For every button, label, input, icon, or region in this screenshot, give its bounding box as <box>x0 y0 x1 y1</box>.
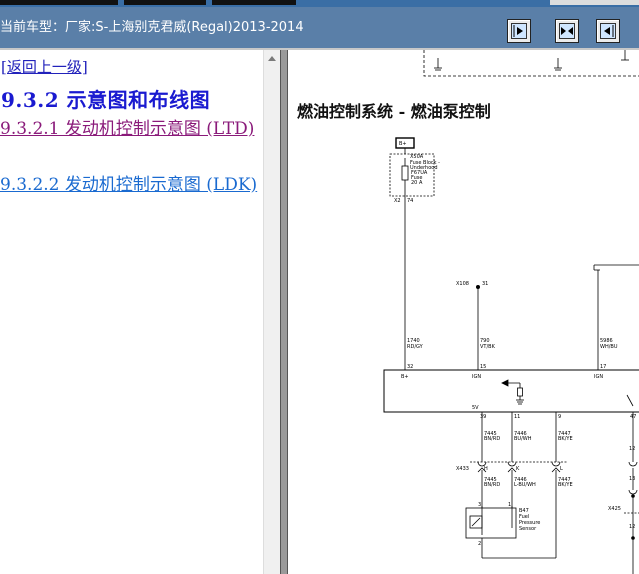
pin-2: 2 <box>478 541 481 547</box>
label-x108: X108 <box>456 281 469 287</box>
next-page-button[interactable] <box>596 19 620 43</box>
right-feed <box>593 264 639 370</box>
label-x425: X425 <box>608 506 621 512</box>
pin-3: 3 <box>478 502 481 508</box>
label-f67ua: F67UA <box>411 170 428 176</box>
label-amps: 20 A <box>411 180 423 186</box>
internal-ground-icon <box>501 379 524 405</box>
label-p74: 74 <box>407 198 413 204</box>
x433-connector <box>470 461 568 473</box>
toc-link-ltd[interactable]: 9.3.2.1 发动机控制示意图 (LTD) <box>0 119 255 139</box>
wire-7446-num: 7446 <box>514 431 527 437</box>
window-tab[interactable] <box>124 0 206 5</box>
pin-label-b-plus: B+ <box>401 374 409 380</box>
label-b47: B47 <box>519 508 529 514</box>
label-sensor: Sensor <box>519 526 537 532</box>
wire-7447-num: 7447 <box>558 431 571 437</box>
vehicle-title: 当前车型：厂家:S-上海别克君威(Regal)2013-2014 <box>0 20 304 35</box>
prev-page-icon <box>511 23 527 39</box>
label-right-13: 13 <box>629 476 635 482</box>
wire-7445b-num: 7445 <box>484 477 497 483</box>
label-fuse-block-2: Underhood <box>410 165 438 171</box>
wire-1740-num: 1740 <box>407 338 420 344</box>
fit-page-icon <box>559 23 575 39</box>
wire-5986-color: WH/BU <box>600 344 618 350</box>
section-title: 9.3.2 示意图和布线图 <box>1 88 211 112</box>
pin-47: 47 <box>630 414 636 420</box>
window-tab[interactable] <box>0 0 118 5</box>
label-pressure: Pressure <box>519 520 540 526</box>
wire-7446b-color: L-BU/WH <box>514 482 536 488</box>
vehicle-header: 当前车型：厂家:S-上海别克君威(Regal)2013-2014 <box>0 7 639 50</box>
fit-page-button[interactable] <box>555 19 579 43</box>
toc-pane: [返回上一级] 9.3.2 示意图和布线图 9.3.2.1 发动机控制示意图 (… <box>0 50 263 574</box>
label-fuse: Fuse <box>411 175 422 181</box>
wire-7447b-color: BK/YE <box>558 482 573 488</box>
wire-1740-color: RD/GY <box>407 344 424 350</box>
x108-connector <box>475 284 480 370</box>
next-page-icon <box>600 23 616 39</box>
wire-790-color: VT/BK <box>480 344 496 350</box>
label-x433: X433 <box>456 466 469 472</box>
wire-7446-color: BU/WH <box>514 436 532 442</box>
wire-7446b-num: 7446 <box>514 477 527 483</box>
label-right-12a: 12 <box>629 446 635 452</box>
window-tab[interactable] <box>550 0 639 5</box>
prev-page-button[interactable] <box>507 19 531 43</box>
pin-32: 32 <box>407 364 413 370</box>
title-bar-strip <box>0 0 639 7</box>
wire-790-num: 790 <box>480 338 490 344</box>
pin-h: H <box>484 466 488 472</box>
pin-15: 15 <box>480 364 486 370</box>
diagram-title: 燃油控制系统 - 燃油泵控制 <box>297 102 491 121</box>
upper-module-outline <box>423 50 639 77</box>
wire-7447b-num: 7447 <box>558 477 571 483</box>
control-module-box <box>383 369 639 413</box>
pin-l: L <box>560 466 563 472</box>
pin-9: 9 <box>558 414 561 420</box>
pin-1: 1 <box>508 502 511 508</box>
wire-5986-num: 5986 <box>600 338 613 344</box>
fuel-pressure-sensor <box>465 506 517 543</box>
pin-label-ign-2: IGN <box>594 374 603 380</box>
label-x50a: X50A <box>410 154 424 160</box>
label-right-12b: 12 <box>629 524 635 530</box>
pin-39: 39 <box>480 414 486 420</box>
wiring-diagram: B+ X50A Fuse Block - Underhood F67UA Fus… <box>383 50 639 574</box>
label-x2: X2 <box>394 198 401 204</box>
pin-11: 11 <box>514 414 520 420</box>
window-tab[interactable] <box>212 0 296 5</box>
scroll-up-arrow-icon[interactable] <box>268 56 276 61</box>
pin-k: K <box>516 466 520 472</box>
wire-7445b-color: BN/RD <box>484 482 500 488</box>
toc-link-ldk[interactable]: 9.3.2.2 发动机控制示意图 (LDK) <box>0 175 258 195</box>
back-link[interactable]: [返回上一级] <box>1 58 88 76</box>
label-fuse-block-1: Fuse Block - <box>410 160 440 166</box>
label-p31: 31 <box>482 281 488 287</box>
pane-splitter[interactable] <box>280 50 288 574</box>
label-b-plus: B+ <box>399 141 407 147</box>
label-fuel: Fuel <box>519 514 529 520</box>
wire-7447-color: BK/YE <box>558 436 573 442</box>
pin-17: 17 <box>600 364 606 370</box>
wire-7445-color: BN/RD <box>484 436 500 442</box>
toc-scrollbar[interactable] <box>263 50 281 574</box>
label-5v: 5V <box>472 405 479 411</box>
fuse-block <box>389 137 435 370</box>
right-edge-wiring <box>624 394 639 574</box>
sensor-wires <box>481 412 557 559</box>
diagram-pane: 燃油控制系统 - 燃油泵控制 B+ X50A Fuse Block - U <box>288 50 639 574</box>
pin-label-ign-1: IGN <box>472 374 481 380</box>
wire-7445-num: 7445 <box>484 431 497 437</box>
